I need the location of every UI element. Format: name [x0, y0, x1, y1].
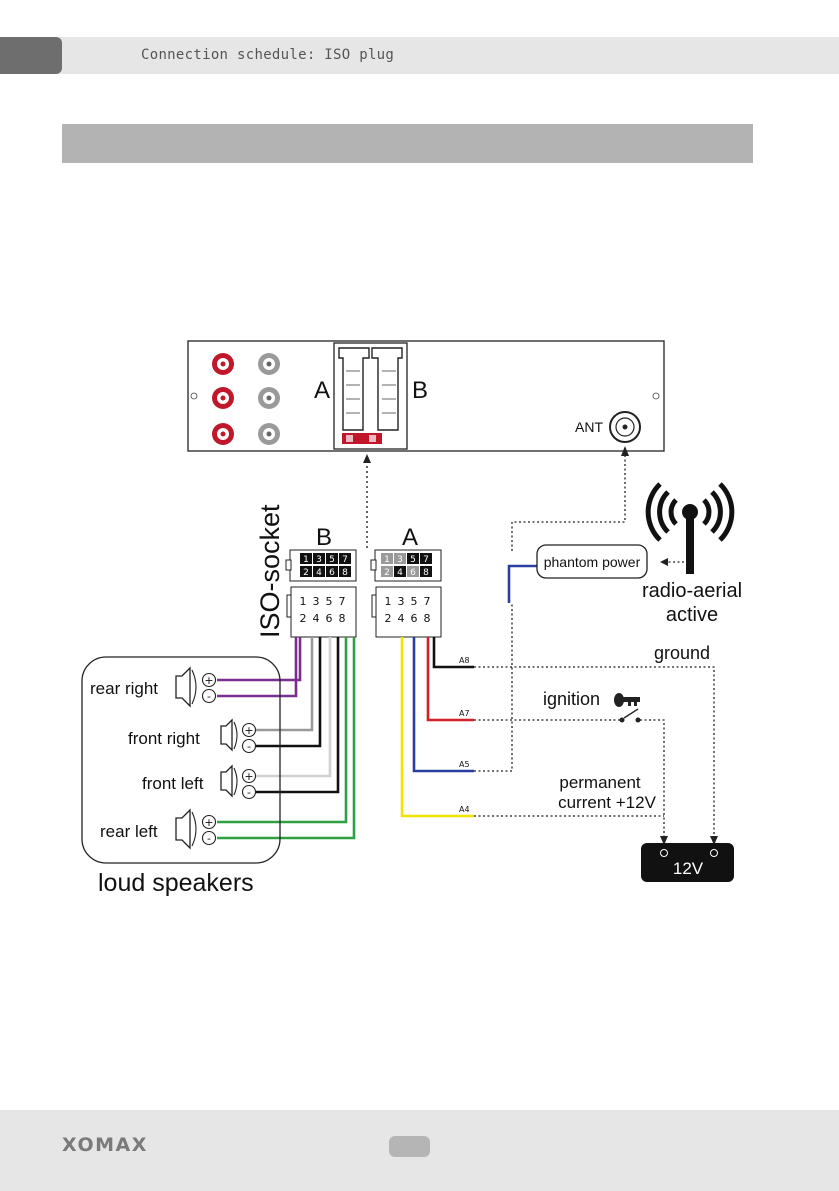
pin-number: 5: [326, 595, 333, 608]
wire-a4-label: A4: [459, 805, 470, 814]
pin-number: 3: [316, 555, 322, 565]
socket-b-body: 1 3 5 7 2 4 6 8: [287, 587, 356, 637]
speaker-icon: + -: [176, 668, 216, 706]
speaker-icon: + -: [176, 810, 216, 848]
pin-number: 8: [339, 612, 346, 625]
pin-number: 5: [411, 595, 418, 608]
pin-number: 4: [313, 612, 320, 625]
rear-right-label: rear right: [90, 679, 158, 698]
pin-number: 8: [424, 612, 431, 625]
speaker-wires: [217, 637, 354, 838]
pin-number: 5: [410, 555, 416, 565]
rca-grey-socket-icon: [258, 387, 280, 409]
socket-b-pin-block: 1 3 5 7 2 4 6 8: [286, 550, 356, 581]
ignition-switch-icon: [620, 709, 641, 723]
speakers-group: rear right front right front left rear l…: [82, 657, 280, 897]
unit-connector-a-label: A: [314, 377, 330, 404]
svg-text:+: +: [204, 674, 213, 687]
wire-a5-label: A5: [459, 760, 470, 769]
svg-text:+: +: [244, 724, 253, 737]
pin-number: 8: [342, 568, 348, 578]
ground-label: ground: [654, 643, 710, 663]
pin-number: 1: [385, 595, 392, 608]
permanent-current-label: current +12V: [558, 793, 656, 812]
pin-number: 2: [300, 612, 307, 625]
brand-logo: XOMAX: [62, 1134, 148, 1156]
pin-number: 5: [329, 555, 335, 565]
phantom-feed-wire: [509, 566, 537, 603]
front-right-label: front right: [128, 729, 200, 748]
pin-number: 1: [300, 595, 307, 608]
page-number-pill: [389, 1136, 430, 1157]
speaker-icon: + -: [221, 766, 256, 799]
rca-red-socket-icon: [212, 353, 234, 375]
pin-number: 4: [316, 568, 322, 578]
pin-number: 7: [342, 555, 348, 565]
pin-number: 7: [424, 595, 431, 608]
radio-aerial-active-label: active: [666, 604, 718, 626]
rear-left-label: rear left: [100, 822, 158, 841]
radio-aerial-icon: [648, 484, 732, 574]
permanent-label: permanent: [559, 773, 641, 792]
pin-number: 2: [385, 612, 392, 625]
socket-a-pin-block: 1 3 5 7 2 4 6 8: [371, 550, 441, 581]
pin-number: 2: [303, 568, 309, 578]
svg-text:-: -: [247, 786, 251, 799]
pin-number: 3: [313, 595, 320, 608]
pin-number: 3: [398, 595, 405, 608]
svg-text:-: -: [207, 690, 211, 703]
pin-number: 7: [423, 555, 429, 565]
speaker-icon: + -: [221, 720, 256, 753]
pin-number: 6: [410, 568, 416, 578]
rca-grey-socket-icon: [258, 423, 280, 445]
front-left-label: front left: [142, 774, 204, 793]
arrow-icon: [660, 558, 668, 566]
rca-grey-socket-icon: [258, 353, 280, 375]
unit-connector-b-label: B: [412, 377, 428, 404]
unit-iso-connector: [334, 343, 407, 449]
rca-red-socket-icon: [212, 423, 234, 445]
pin-number: 4: [398, 612, 405, 625]
ignition-label: ignition: [543, 689, 600, 709]
head-unit: A B ANT: [188, 341, 664, 451]
pin-number: 6: [411, 612, 418, 625]
svg-text:+: +: [204, 816, 213, 829]
socket-b-label: B: [316, 524, 332, 551]
pin-number: 6: [329, 568, 335, 578]
pin-number: 6: [326, 612, 333, 625]
radio-aerial-label: radio-aerial: [642, 580, 742, 602]
phantom-power-label: phantom power: [544, 554, 641, 570]
socket-a-label: A: [402, 524, 418, 551]
svg-text:-: -: [207, 832, 211, 845]
antenna-socket-icon: [610, 412, 640, 442]
pin-number: 8: [423, 568, 429, 578]
pin-number: 4: [397, 568, 403, 578]
loud-speakers-label: loud speakers: [98, 869, 254, 897]
iso-socket-title: ISO-socket: [255, 504, 285, 638]
pin-number: 1: [303, 555, 309, 565]
pin-number: 3: [397, 555, 403, 565]
svg-text:+: +: [244, 770, 253, 783]
wire-a7-label: A7: [459, 709, 470, 718]
key-icon: [614, 693, 640, 707]
socket-a-body: 1 3 5 7 2 4 6 8: [372, 587, 441, 637]
ant-label: ANT: [575, 419, 603, 435]
rca-red-socket-icon: [212, 387, 234, 409]
socket-to-unit-link: [363, 454, 371, 548]
wire-a8-label: A8: [459, 656, 470, 665]
battery-label: 12V: [673, 859, 704, 878]
svg-text:-: -: [247, 740, 251, 753]
pin-number: 1: [384, 555, 390, 565]
pin-number: 7: [339, 595, 346, 608]
pin-number: 2: [384, 568, 390, 578]
